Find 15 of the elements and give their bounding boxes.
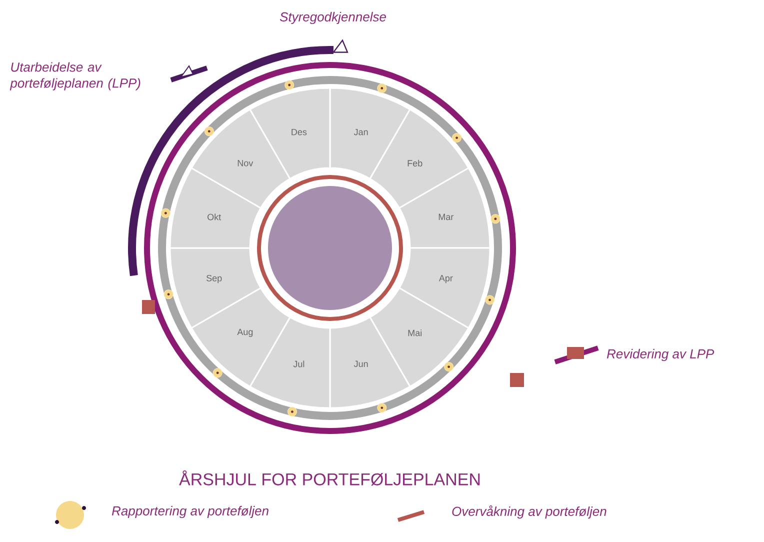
legend-text: Rapportering av porteføljen (112, 506, 268, 518)
month-sector: Sep (169, 247, 262, 329)
milestone-label: Styregodkjennelse (280, 12, 386, 24)
month-sector: Okt (169, 167, 262, 249)
legend-text: Revidering av LPP (606, 348, 714, 362)
month-sector: Aug (190, 287, 291, 388)
month-sector: Mar (398, 167, 491, 249)
month-sector: Nov (190, 108, 291, 209)
month-sector: Feb (369, 108, 470, 209)
center-disk (268, 186, 392, 310)
title: ÅRSHJUL FOR PORTEFØLJEPLANEN (179, 470, 480, 486)
legend-text: Overvåkning av porteføljen (452, 505, 606, 519)
month-sector: Apr (398, 247, 491, 329)
month-sector: Mai (369, 287, 470, 388)
legend-text: Utarbeidelse av porteføljeplanen (LPP) (10, 62, 140, 90)
